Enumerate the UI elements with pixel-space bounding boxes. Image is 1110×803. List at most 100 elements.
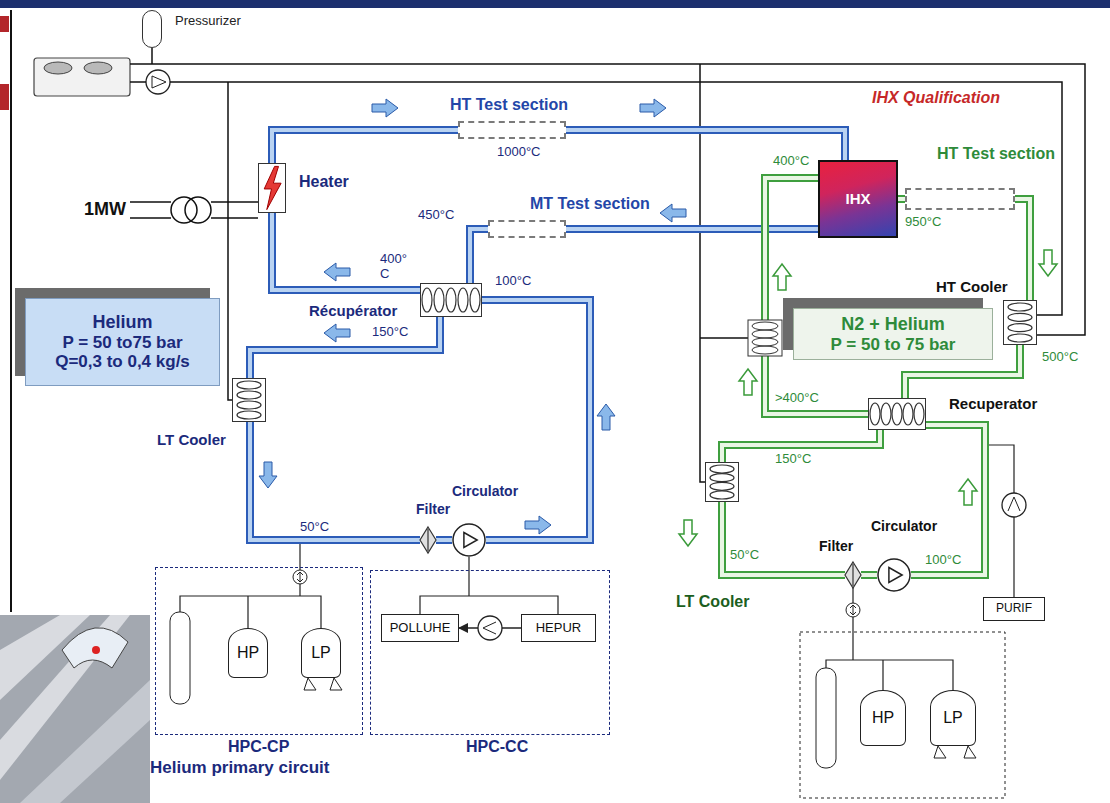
temperature-label: 150°C bbox=[372, 325, 408, 340]
node-label: Circulator bbox=[452, 483, 518, 499]
pipe-wall bbox=[250, 317, 440, 378]
supply-line bbox=[826, 588, 953, 690]
coil-turn bbox=[1008, 303, 1032, 311]
symbol-graphic bbox=[845, 562, 861, 588]
node-label: LP bbox=[311, 644, 331, 662]
node-label: HT Cooler bbox=[936, 278, 1008, 295]
flow-arrow bbox=[1039, 250, 1057, 276]
node-label: Récupérator bbox=[309, 302, 397, 319]
temperature-label: >400°C bbox=[775, 391, 819, 406]
flow-arrow bbox=[525, 516, 551, 534]
node-label: HT Test section bbox=[450, 96, 568, 114]
pump-symbol bbox=[146, 70, 170, 94]
pump-symbol bbox=[478, 616, 502, 640]
node-label: HP bbox=[237, 644, 259, 662]
pipe-connector bbox=[1015, 199, 1030, 300]
tank-symbol: LP bbox=[930, 690, 976, 746]
pipe-bore bbox=[470, 229, 488, 283]
flow-arrow bbox=[324, 324, 350, 342]
pipe-wall bbox=[470, 229, 488, 283]
node-label: Filter bbox=[416, 501, 450, 517]
air-cooler-unit bbox=[34, 58, 130, 96]
symbol-graphic bbox=[420, 527, 436, 553]
pipe-wall bbox=[898, 195, 905, 203]
coil-turn bbox=[446, 288, 456, 312]
node-label: Pressurizer bbox=[175, 14, 241, 29]
coil-turn bbox=[1008, 334, 1032, 342]
filter-mesh bbox=[852, 564, 853, 586]
flow-arrow bbox=[640, 99, 666, 117]
symbol-graphic bbox=[877, 558, 911, 592]
pipe-connector bbox=[272, 213, 420, 290]
coil-turn bbox=[881, 403, 891, 425]
flow-arrow bbox=[773, 264, 791, 290]
transformer-symbol bbox=[171, 197, 197, 223]
pipe-wall bbox=[911, 425, 985, 575]
supply-line bbox=[180, 544, 321, 628]
pump-feet bbox=[934, 746, 976, 758]
pipe-connector bbox=[911, 425, 985, 575]
circulator-circle bbox=[453, 524, 485, 556]
node-label: MT Test section bbox=[530, 195, 650, 213]
process-box: HEPUR bbox=[521, 614, 596, 642]
power-line bbox=[130, 202, 258, 218]
node-label: P = 50 to 75 bar bbox=[831, 335, 956, 355]
tank-symbol: HP bbox=[860, 690, 906, 746]
flow-arrow bbox=[739, 369, 757, 395]
coil-turn bbox=[434, 288, 444, 312]
pipe-connector bbox=[250, 317, 440, 378]
pipe-connector bbox=[272, 130, 458, 163]
cooler-symbol bbox=[748, 320, 782, 356]
flow-arrow bbox=[372, 99, 398, 117]
node-label: HEPUR bbox=[536, 621, 582, 636]
symbol-graphic bbox=[452, 523, 486, 557]
node-label: HT Test section bbox=[937, 145, 1055, 163]
pipe-bore bbox=[861, 573, 877, 577]
temperature-label: 100°C bbox=[925, 553, 961, 568]
coil-turn bbox=[470, 288, 480, 312]
temperature-label: 950°C bbox=[905, 215, 941, 230]
subsystem-group: HPC-CPHPLP bbox=[155, 567, 363, 735]
purifier-line bbox=[989, 445, 1014, 597]
pipe-connector bbox=[470, 229, 488, 283]
coil-turn bbox=[237, 391, 261, 399]
frame-line bbox=[10, 10, 12, 612]
pipe-wall bbox=[1015, 199, 1030, 300]
cooler-symbol: HT Cooler bbox=[1003, 300, 1037, 345]
coil-turn bbox=[237, 401, 261, 409]
node-label: Heater bbox=[299, 173, 349, 191]
coil-turn bbox=[237, 381, 261, 389]
symbol-graphic bbox=[706, 463, 738, 501]
temperature-label: 400° C bbox=[380, 252, 416, 282]
pipe-wall bbox=[272, 213, 420, 290]
pipe-connector bbox=[250, 422, 420, 540]
heater-bolt bbox=[264, 166, 281, 209]
pump-arrow bbox=[1008, 497, 1020, 511]
tank-symbol: LP bbox=[301, 628, 341, 678]
temperature-label: 50°C bbox=[300, 520, 329, 535]
plant-picture bbox=[62, 628, 128, 668]
temperature-label: 50°C bbox=[730, 548, 759, 563]
cooler-symbol: LT Cooler bbox=[705, 462, 739, 502]
coil-turn bbox=[870, 403, 880, 425]
plant-picture bbox=[20, 680, 150, 803]
node-label: POLLUHE bbox=[390, 621, 451, 636]
tank-symbol: HP bbox=[228, 628, 268, 678]
info-box: N2 + HeliumP = 50 to 75 bar bbox=[793, 308, 993, 360]
purification-line bbox=[420, 557, 558, 614]
temperature-label: 100°C bbox=[495, 274, 531, 289]
temperature-label: 1000°C bbox=[497, 145, 541, 160]
circulator-symbol: Circulator bbox=[877, 558, 911, 592]
coil-turn bbox=[752, 338, 778, 346]
cooling-water-line bbox=[228, 82, 232, 400]
circuit-title: Helium primary circuit bbox=[150, 758, 330, 778]
pipe-wall bbox=[272, 130, 458, 163]
node-label: HP bbox=[872, 709, 894, 727]
node-label: P = 50 to75 bar bbox=[62, 333, 182, 353]
pipe-connector bbox=[566, 229, 818, 230]
filter-outline bbox=[845, 562, 861, 588]
flow-arrow bbox=[679, 520, 697, 546]
pipe-connector bbox=[861, 575, 877, 576]
pipe-wall bbox=[566, 225, 818, 233]
pipe-bore bbox=[898, 197, 905, 201]
